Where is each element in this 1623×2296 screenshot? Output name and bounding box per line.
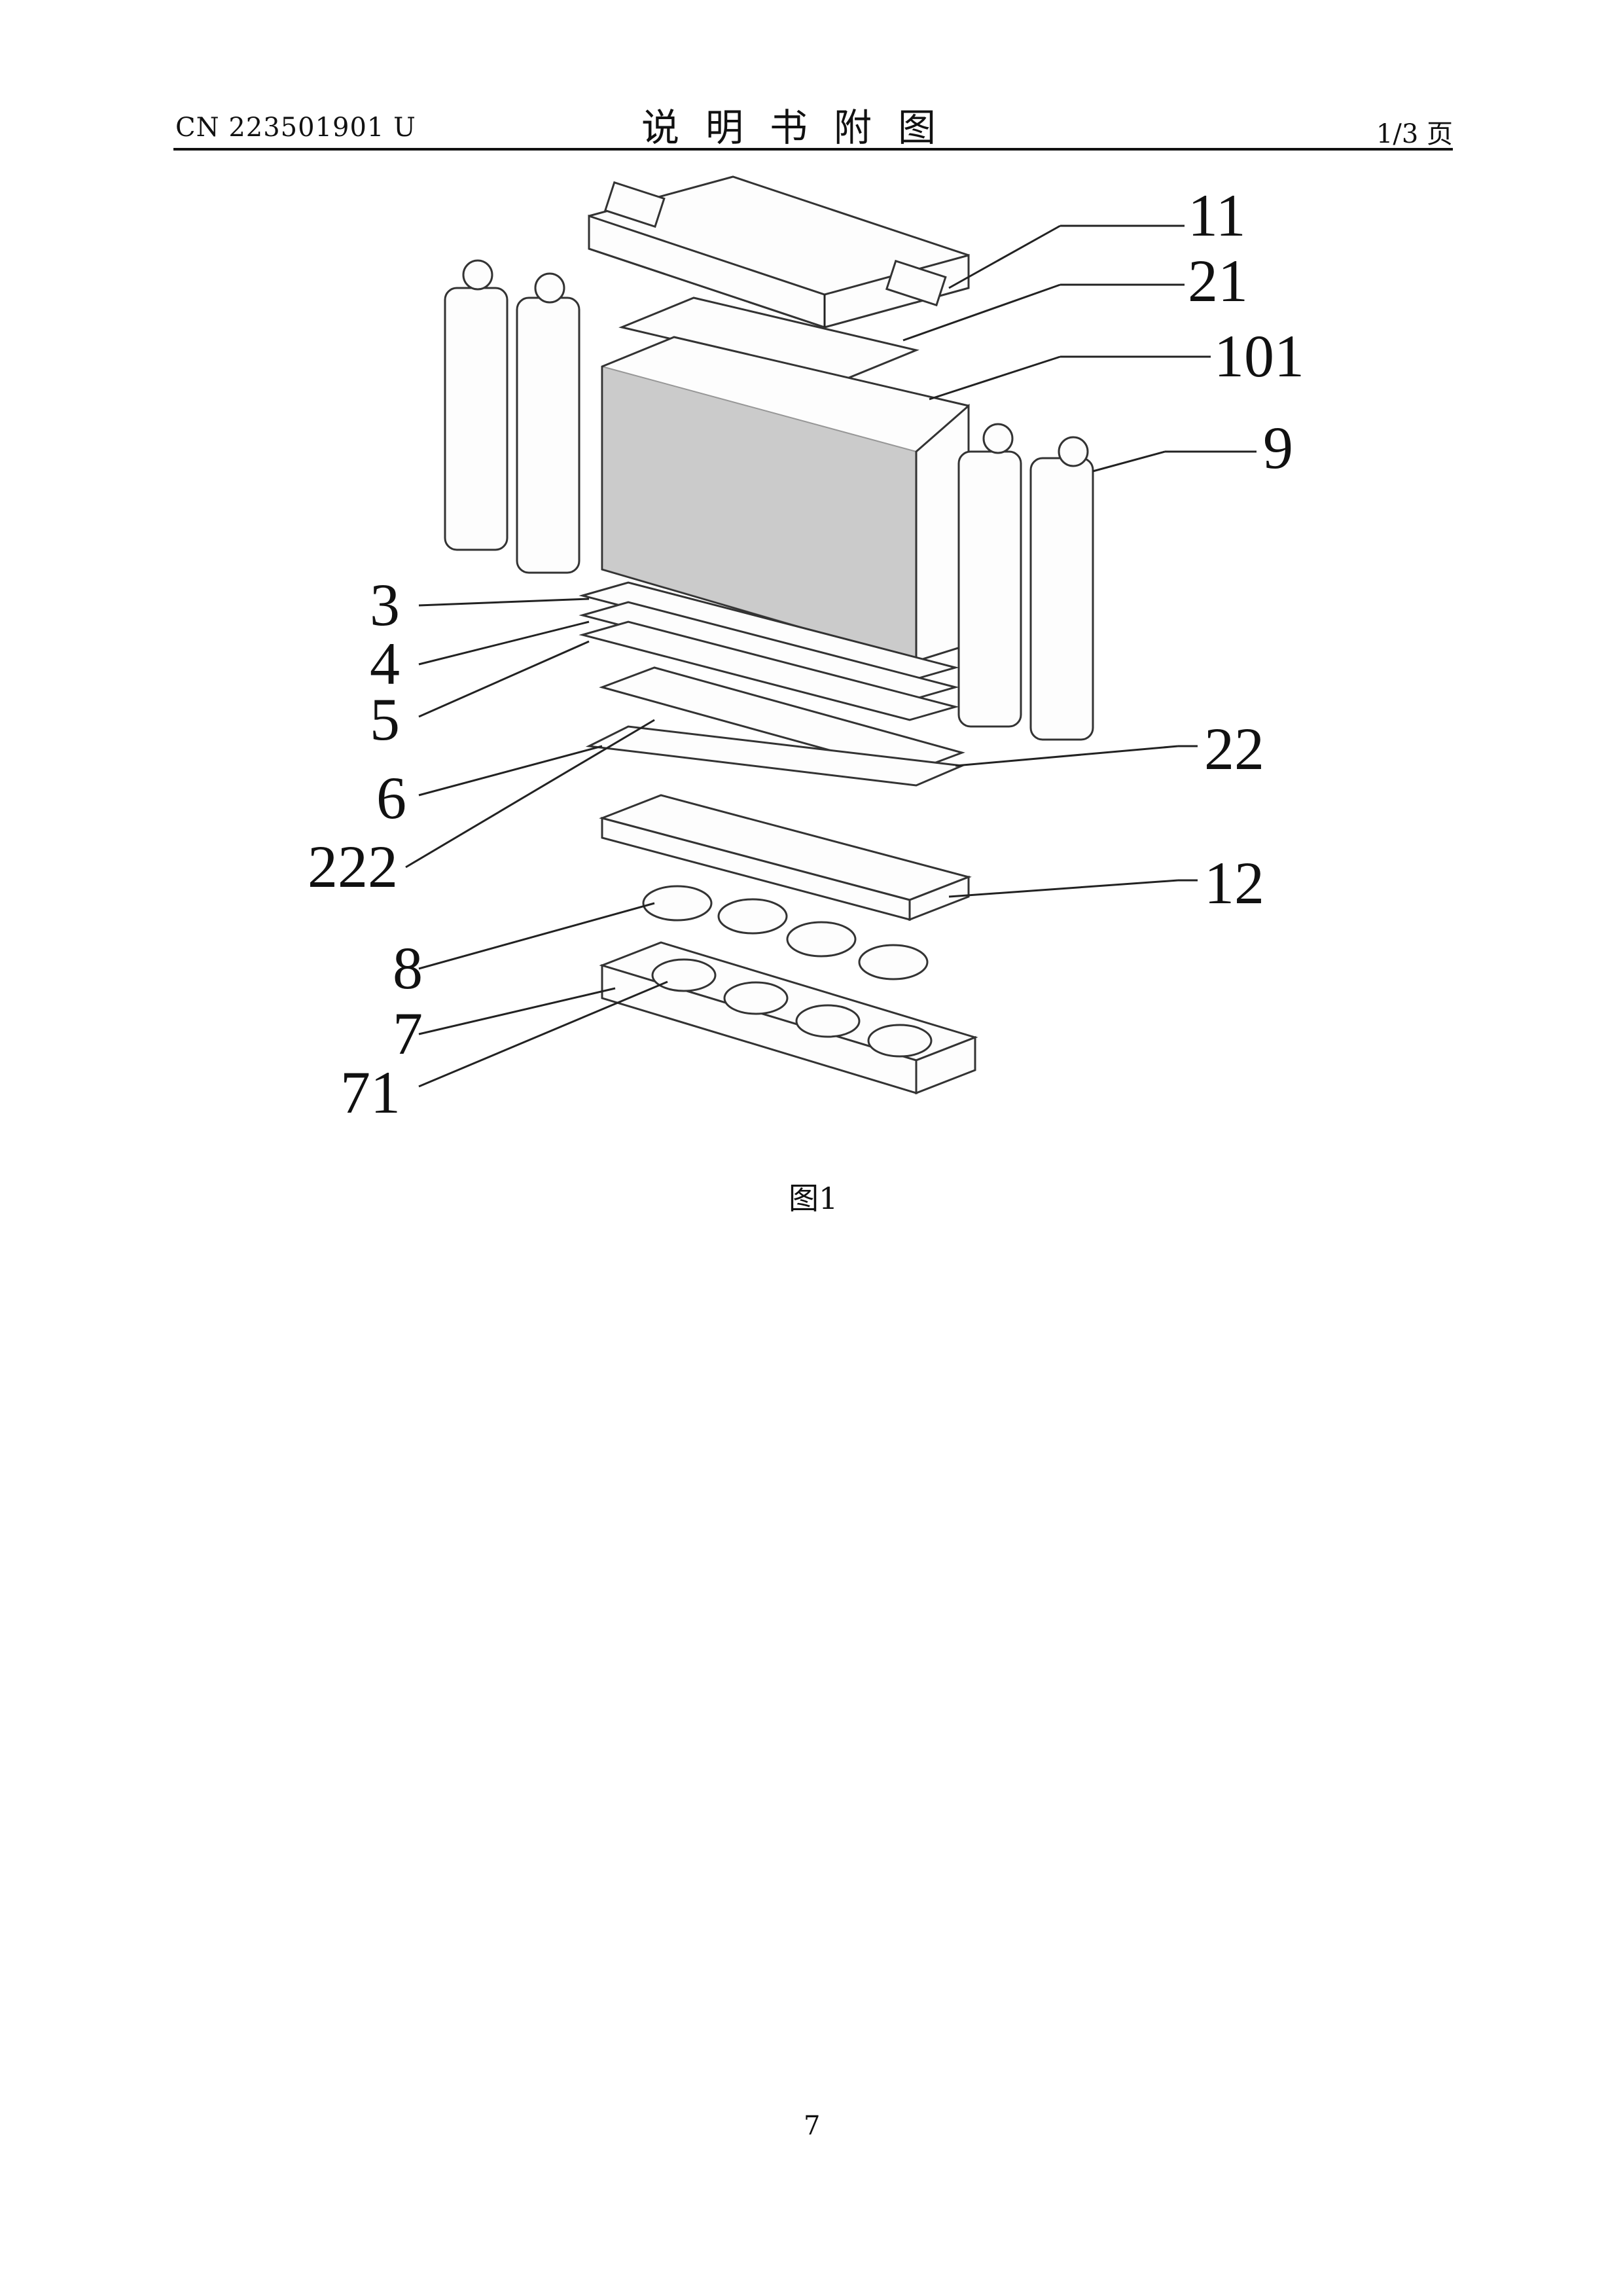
label-7: 7 [393,1000,423,1067]
label-12: 12 [1204,850,1264,916]
label-6: 6 [376,764,406,831]
right-end-brackets [959,424,1093,740]
left-end-brackets [445,260,579,573]
page-number: 7 [804,2111,820,2141]
label-5: 5 [370,686,400,753]
label-21: 21 [1188,247,1248,314]
exploded-view-drawing: 11 21 101 9 3 4 5 22 6 222 12 8 7 71 [0,0,1623,1178]
figure-caption: 图1 [789,1175,838,1218]
label-22: 22 [1204,715,1264,782]
label-3: 3 [370,571,400,638]
label-11: 11 [1188,182,1246,249]
label-222: 222 [308,833,398,900]
label-101: 101 [1214,323,1304,389]
label-9: 9 [1263,414,1293,481]
top-cover-plate [589,177,969,327]
label-8: 8 [393,935,423,1001]
label-71: 71 [340,1059,401,1126]
